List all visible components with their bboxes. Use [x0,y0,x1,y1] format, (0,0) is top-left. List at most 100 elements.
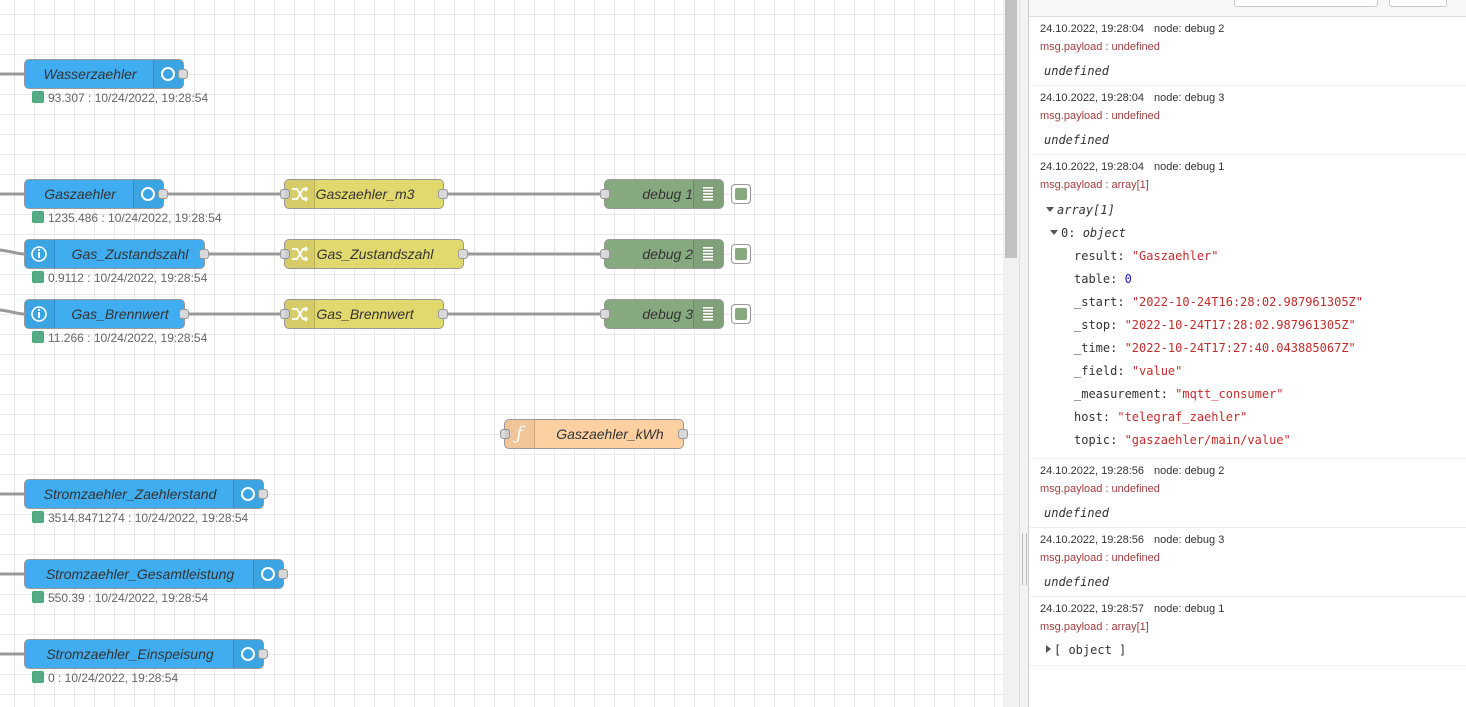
tree-field-value: "gaszaehler/main/value" [1124,433,1291,447]
message-node[interactable]: node: debug 2 [1153,23,1225,35]
tree-field-value: "2022-10-24T16:28:02.987961305Z" [1131,295,1363,309]
splitter-grip[interactable] [1022,533,1027,585]
status-text: 93.307 : 10/24/2022, 19:28:54 [48,91,209,105]
debug-toggle-button[interactable] [731,244,751,264]
output-port[interactable] [258,649,268,659]
status-text: 550.39 : 10/24/2022, 19:28:54 [48,591,209,605]
shuffle-icon [285,300,315,328]
scrollbar-thumb[interactable] [1005,0,1017,258]
message-node[interactable]: node: debug 2 [1153,465,1225,477]
message-topic: msg.payload : array[1] [1040,179,1149,191]
canvas-scrollbar[interactable] [1003,0,1019,707]
inject-node-stromzaehler-gesamtleistung[interactable]: Stromzaehler_Gesamtleistung [24,559,288,589]
tree-field-key: _start [1074,295,1118,309]
output-port[interactable] [158,189,168,199]
node-status: 11.266 : 10/24/2022, 19:28:54 [32,331,207,345]
caret-down-icon[interactable] [1050,230,1058,235]
input-port[interactable] [600,189,610,199]
message-time: 24.10.2022, 19:28:56 [1040,534,1144,546]
status-text: 0.9112 : 10/24/2022, 19:28:54 [48,271,208,285]
input-port[interactable] [500,429,510,439]
output-port[interactable] [438,189,448,199]
status-dot [32,511,44,523]
shuffle-icon [285,180,315,208]
flow-canvas[interactable]: Wasserzaehler 93.307 : 10/24/2022, 19:28… [0,0,1003,707]
debug-filter-input[interactable] [1234,0,1378,7]
input-port[interactable] [280,249,290,259]
debug-clear-button[interactable] [1389,0,1447,7]
caret-down-icon[interactable] [1046,207,1054,212]
output-port[interactable] [258,489,268,499]
shuffle-icon [285,240,315,268]
inject-node-wasserzaehler[interactable]: Wasserzaehler [24,59,188,89]
sidebar-splitter[interactable] [1019,0,1028,707]
caret-right-icon[interactable] [1046,645,1051,653]
output-port[interactable] [278,569,288,579]
debug-toggle-button[interactable] [731,304,751,324]
tree-item-row[interactable]: 0: object [1040,222,1466,245]
info-icon [25,240,55,268]
debug-node-1[interactable]: debug 1 [600,179,751,209]
info-icon [25,300,55,328]
output-port[interactable] [678,429,688,439]
input-port[interactable] [600,249,610,259]
change-node-gas-brennwert[interactable]: Gas_Brennwert [280,299,448,329]
tree-root-row[interactable]: array[1] [1040,199,1466,222]
message-node[interactable]: node: debug 3 [1153,534,1225,546]
inject-node-gas-brennwert[interactable]: Gas_Brennwert [24,299,189,329]
tree-field-row: host: "telegraf_zaehler" [1040,406,1466,429]
status-dot [32,591,44,603]
output-port[interactable] [199,249,209,259]
tree-field-separator: : [1110,433,1125,447]
collapsed-object-row[interactable]: [ object ] [1046,641,1466,659]
input-port[interactable] [280,189,290,199]
tree-field-value: "value" [1131,364,1183,378]
input-port[interactable] [280,309,290,319]
wire [0,248,25,256]
tree-field-row: result: "Gaszaehler" [1040,245,1466,268]
change-node-gas-zustandszahl[interactable]: Gas_Zustandszahl [280,239,468,269]
message-node[interactable]: node: debug 1 [1153,161,1225,173]
node-label: Gas_Zustandszahl [316,246,434,262]
inject-node-stromzaehler-zaehlerstand[interactable]: Stromzaehler_Zaehlerstand [24,479,268,509]
list-icon [693,180,723,208]
node-label: Stromzaehler_Zaehlerstand [43,486,217,502]
input-port[interactable] [600,309,610,319]
debug-node-2[interactable]: debug 2 [600,239,751,269]
tree-field-value: "Gaszaehler" [1131,249,1219,263]
inject-node-gaszaehler[interactable]: Gaszaehler [24,179,168,209]
message-value: undefined [1044,64,1110,78]
message-node[interactable]: node: debug 3 [1153,92,1225,104]
output-port[interactable] [438,309,448,319]
debug-node-3[interactable]: debug 3 [600,299,751,329]
message-topic: msg.payload : undefined [1040,110,1160,122]
message-meta: 24.10.2022, 19:28:56 node: debug 3 [1040,532,1466,548]
tree-item-key: 0 [1061,226,1069,240]
circle-icon [233,640,263,668]
output-port[interactable] [458,249,468,259]
inject-node-gas-zustandszahl[interactable]: Gas_Zustandszahl [24,239,209,269]
status-text: 3514.8471274 : 10/24/2022, 19:28:54 [48,511,249,525]
message-topic: msg.payload : undefined [1040,483,1160,495]
message-node[interactable]: node: debug 1 [1153,603,1225,615]
change-node-gaszaehler-m3[interactable]: Gaszaehler_m3 [280,179,448,209]
node-label: debug 3 [642,306,693,322]
node-label: Gaszaehler_m3 [315,186,415,202]
output-port[interactable] [179,309,189,319]
output-port[interactable] [178,69,188,79]
function-node-gaszaehler-kwh[interactable]: ƒ Gaszaehler_kWh [500,419,688,449]
tree-field-separator: : [1102,410,1118,424]
inject-node-stromzaehler-einspeisung[interactable]: Stromzaehler_Einspeisung [24,639,268,669]
debug-toggle-button[interactable] [731,184,751,204]
